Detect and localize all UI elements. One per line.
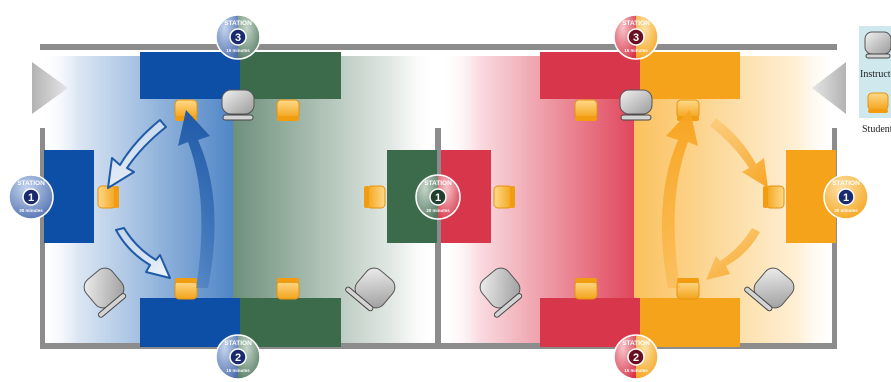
- arrow-to-station-1: [107, 119, 167, 189]
- station-1-left-badge: STATION 1 30 minutes: [8, 174, 54, 220]
- legend-instructor-icon: [864, 31, 891, 59]
- station-2-right-badge: STATION 2 15 minutes: [613, 334, 659, 380]
- student-seat: [97, 185, 120, 209]
- station-1-middle-badge: STATION 1 30 minutes: [415, 174, 461, 220]
- legend-instructor-label: Instructor: [860, 69, 891, 80]
- legend-student-label: Student: [862, 124, 891, 135]
- station-word: STATION: [622, 20, 650, 27]
- arrow-to-station-3-right: [661, 110, 698, 288]
- station-time: 30 minutes: [19, 208, 43, 213]
- station-time: 30 minutes: [834, 208, 858, 213]
- station-word: STATION: [832, 180, 860, 187]
- station-word: STATION: [224, 20, 252, 27]
- student-seat: [174, 277, 198, 300]
- station-time: 30 minutes: [426, 208, 450, 213]
- student-seat: [363, 185, 386, 209]
- rotation-arrows-right: [661, 110, 768, 288]
- station-number: 3: [235, 32, 241, 44]
- station-number: 3: [633, 32, 639, 44]
- station-time: 15 minutes: [226, 48, 250, 53]
- legend-student-icon: [867, 92, 889, 113]
- station-2-left-badge: STATION 2 15 minutes: [215, 334, 261, 380]
- station-word: STATION: [424, 180, 452, 187]
- rotation-arrows-left: [107, 110, 215, 288]
- desk-blue-bottom: [140, 298, 240, 347]
- station-number: 1: [28, 192, 34, 204]
- station-time: 15 minutes: [226, 368, 250, 373]
- instructor-chair: [619, 89, 653, 121]
- student-seat: [676, 277, 700, 300]
- student-seat: [762, 185, 785, 209]
- legend: Instructor Student: [859, 26, 891, 135]
- station-number: 2: [633, 352, 639, 364]
- arrow-to-station-3: [178, 110, 215, 288]
- student-seat: [276, 99, 300, 122]
- station-3-left-badge: STATION 3 15 minutes: [215, 14, 261, 60]
- instructor-chair: [221, 89, 255, 121]
- station-word: STATION: [224, 340, 252, 347]
- desk-orange-bottom: [640, 298, 740, 347]
- desk-green-bottom: [240, 298, 341, 347]
- arrow-to-station-1-right: [710, 118, 768, 188]
- student-seat: [574, 277, 598, 300]
- entry-arrow-left: [32, 62, 68, 114]
- station-word: STATION: [622, 340, 650, 347]
- station-number: 1: [435, 192, 441, 204]
- student-seat: [574, 99, 598, 122]
- station-number: 2: [235, 352, 241, 364]
- station-1-right-badge: STATION 1 30 minutes: [823, 174, 869, 220]
- desk-orange-top: [640, 52, 740, 99]
- arrow-to-station-2: [115, 227, 171, 279]
- desk-green-top: [240, 52, 341, 99]
- station-time: 15 minutes: [624, 48, 648, 53]
- desk-red-top: [540, 52, 640, 99]
- station-3-right-badge: STATION 3 15 minutes: [613, 14, 659, 60]
- station-word: STATION: [17, 180, 45, 187]
- student-seat: [493, 185, 516, 209]
- student-seat: [276, 277, 300, 300]
- arrow-to-station-2-right: [706, 228, 760, 280]
- station-number: 1: [843, 192, 849, 204]
- entry-arrow-right: [812, 62, 846, 114]
- desk-blue-top: [140, 52, 240, 99]
- station-time: 15 minutes: [624, 368, 648, 373]
